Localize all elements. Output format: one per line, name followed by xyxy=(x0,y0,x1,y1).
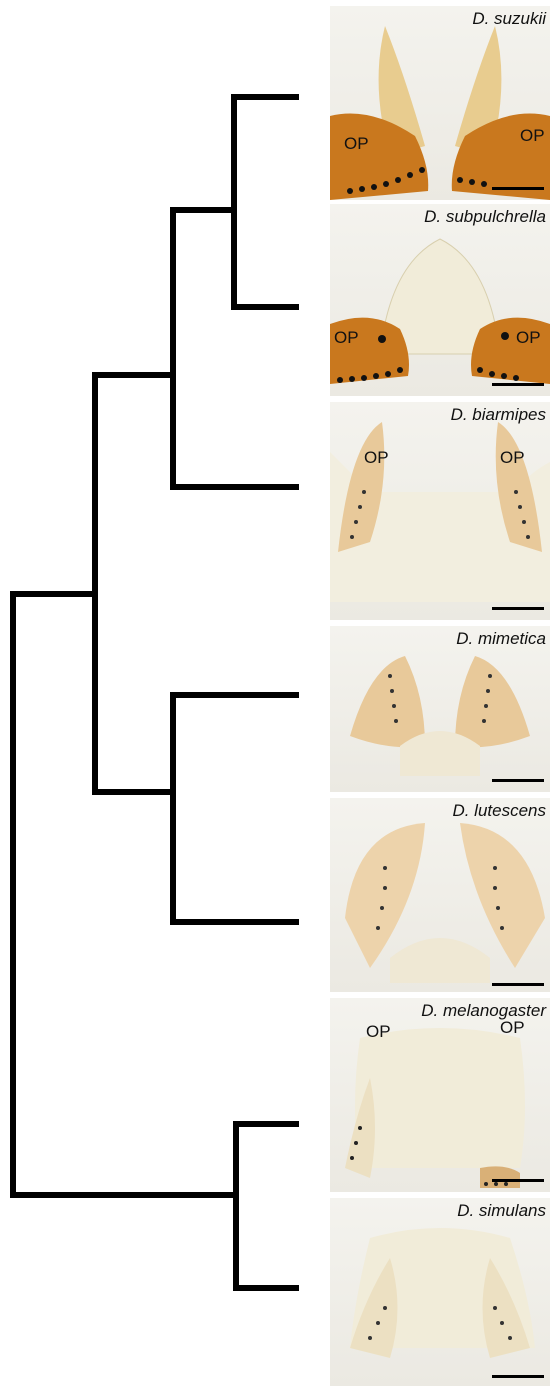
op-label-left: OP xyxy=(366,1022,391,1042)
species-label: D. subpulchrella xyxy=(424,207,546,227)
micrograph-mimetica xyxy=(330,626,550,792)
op-label-right: OP xyxy=(520,126,545,146)
panel-biarmipes: D. biarmipes OP OP xyxy=(330,402,550,620)
panel-suzukii: D. suzukii OP OP xyxy=(330,6,550,200)
panel-subpulchrella: D. subpulchrella OP OP xyxy=(330,204,550,396)
micrograph-biarmipes xyxy=(330,402,550,620)
scale-bar xyxy=(492,983,544,986)
op-label-right: OP xyxy=(500,448,525,468)
species-label: D. mimetica xyxy=(456,629,546,649)
species-label: D. biarmipes xyxy=(451,405,546,425)
scale-bar xyxy=(492,383,544,386)
op-label-left: OP xyxy=(344,134,369,154)
panel-melanogaster: D. melanogaster OP OP xyxy=(330,998,550,1192)
scale-bar xyxy=(492,607,544,610)
micrograph-suzukii xyxy=(330,6,550,200)
panel-simulans: D. simulans xyxy=(330,1198,550,1386)
scale-bar xyxy=(492,779,544,782)
species-label: D. simulans xyxy=(457,1201,546,1221)
micrograph-simulans xyxy=(330,1198,550,1386)
species-label: D. lutescens xyxy=(452,801,546,821)
scale-bar xyxy=(492,1375,544,1378)
phylogenetic-tree xyxy=(0,0,310,1386)
species-label: D. melanogaster xyxy=(421,1001,546,1021)
op-label-right: OP xyxy=(516,328,541,348)
micrograph-lutescens xyxy=(330,798,550,992)
micrograph-subpulchrella xyxy=(330,204,550,396)
scale-bar xyxy=(492,1179,544,1182)
panel-mimetica: D. mimetica xyxy=(330,626,550,792)
panel-lutescens: D. lutescens xyxy=(330,798,550,992)
scale-bar xyxy=(492,187,544,190)
op-label-right: OP xyxy=(500,1018,525,1038)
op-label-left: OP xyxy=(364,448,389,468)
op-label-left: OP xyxy=(334,328,359,348)
species-label: D. suzukii xyxy=(472,9,546,29)
